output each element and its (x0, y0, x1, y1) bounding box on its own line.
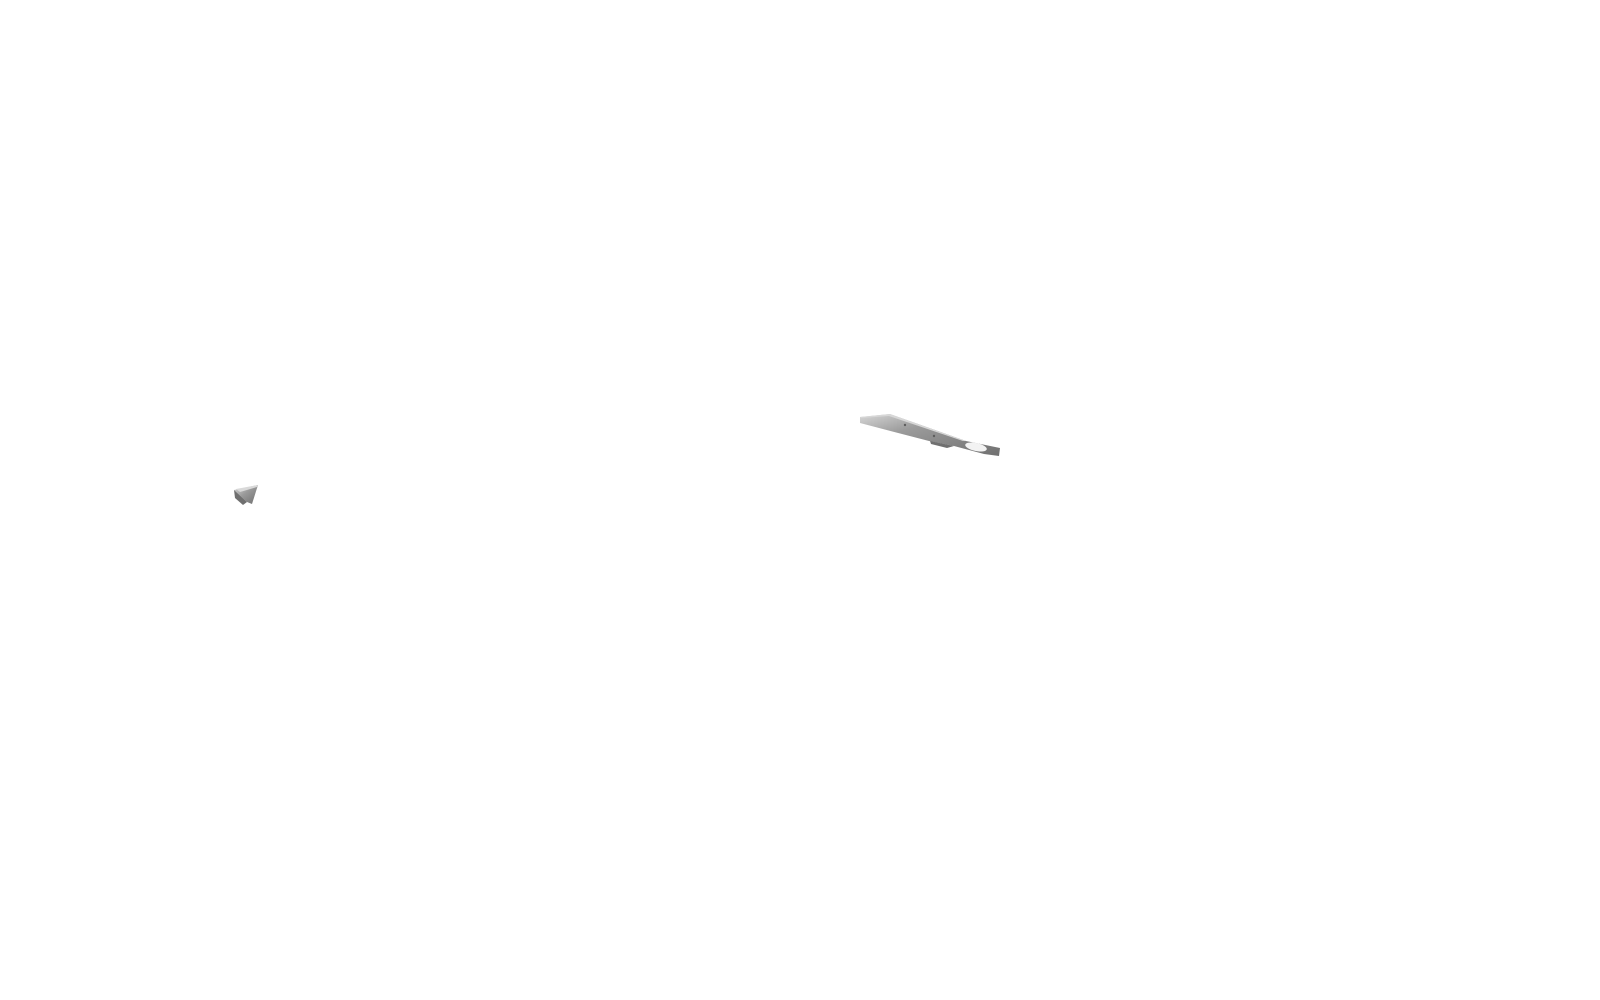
floating-slab (860, 414, 1000, 456)
cursor-fragment-icon (234, 485, 258, 505)
